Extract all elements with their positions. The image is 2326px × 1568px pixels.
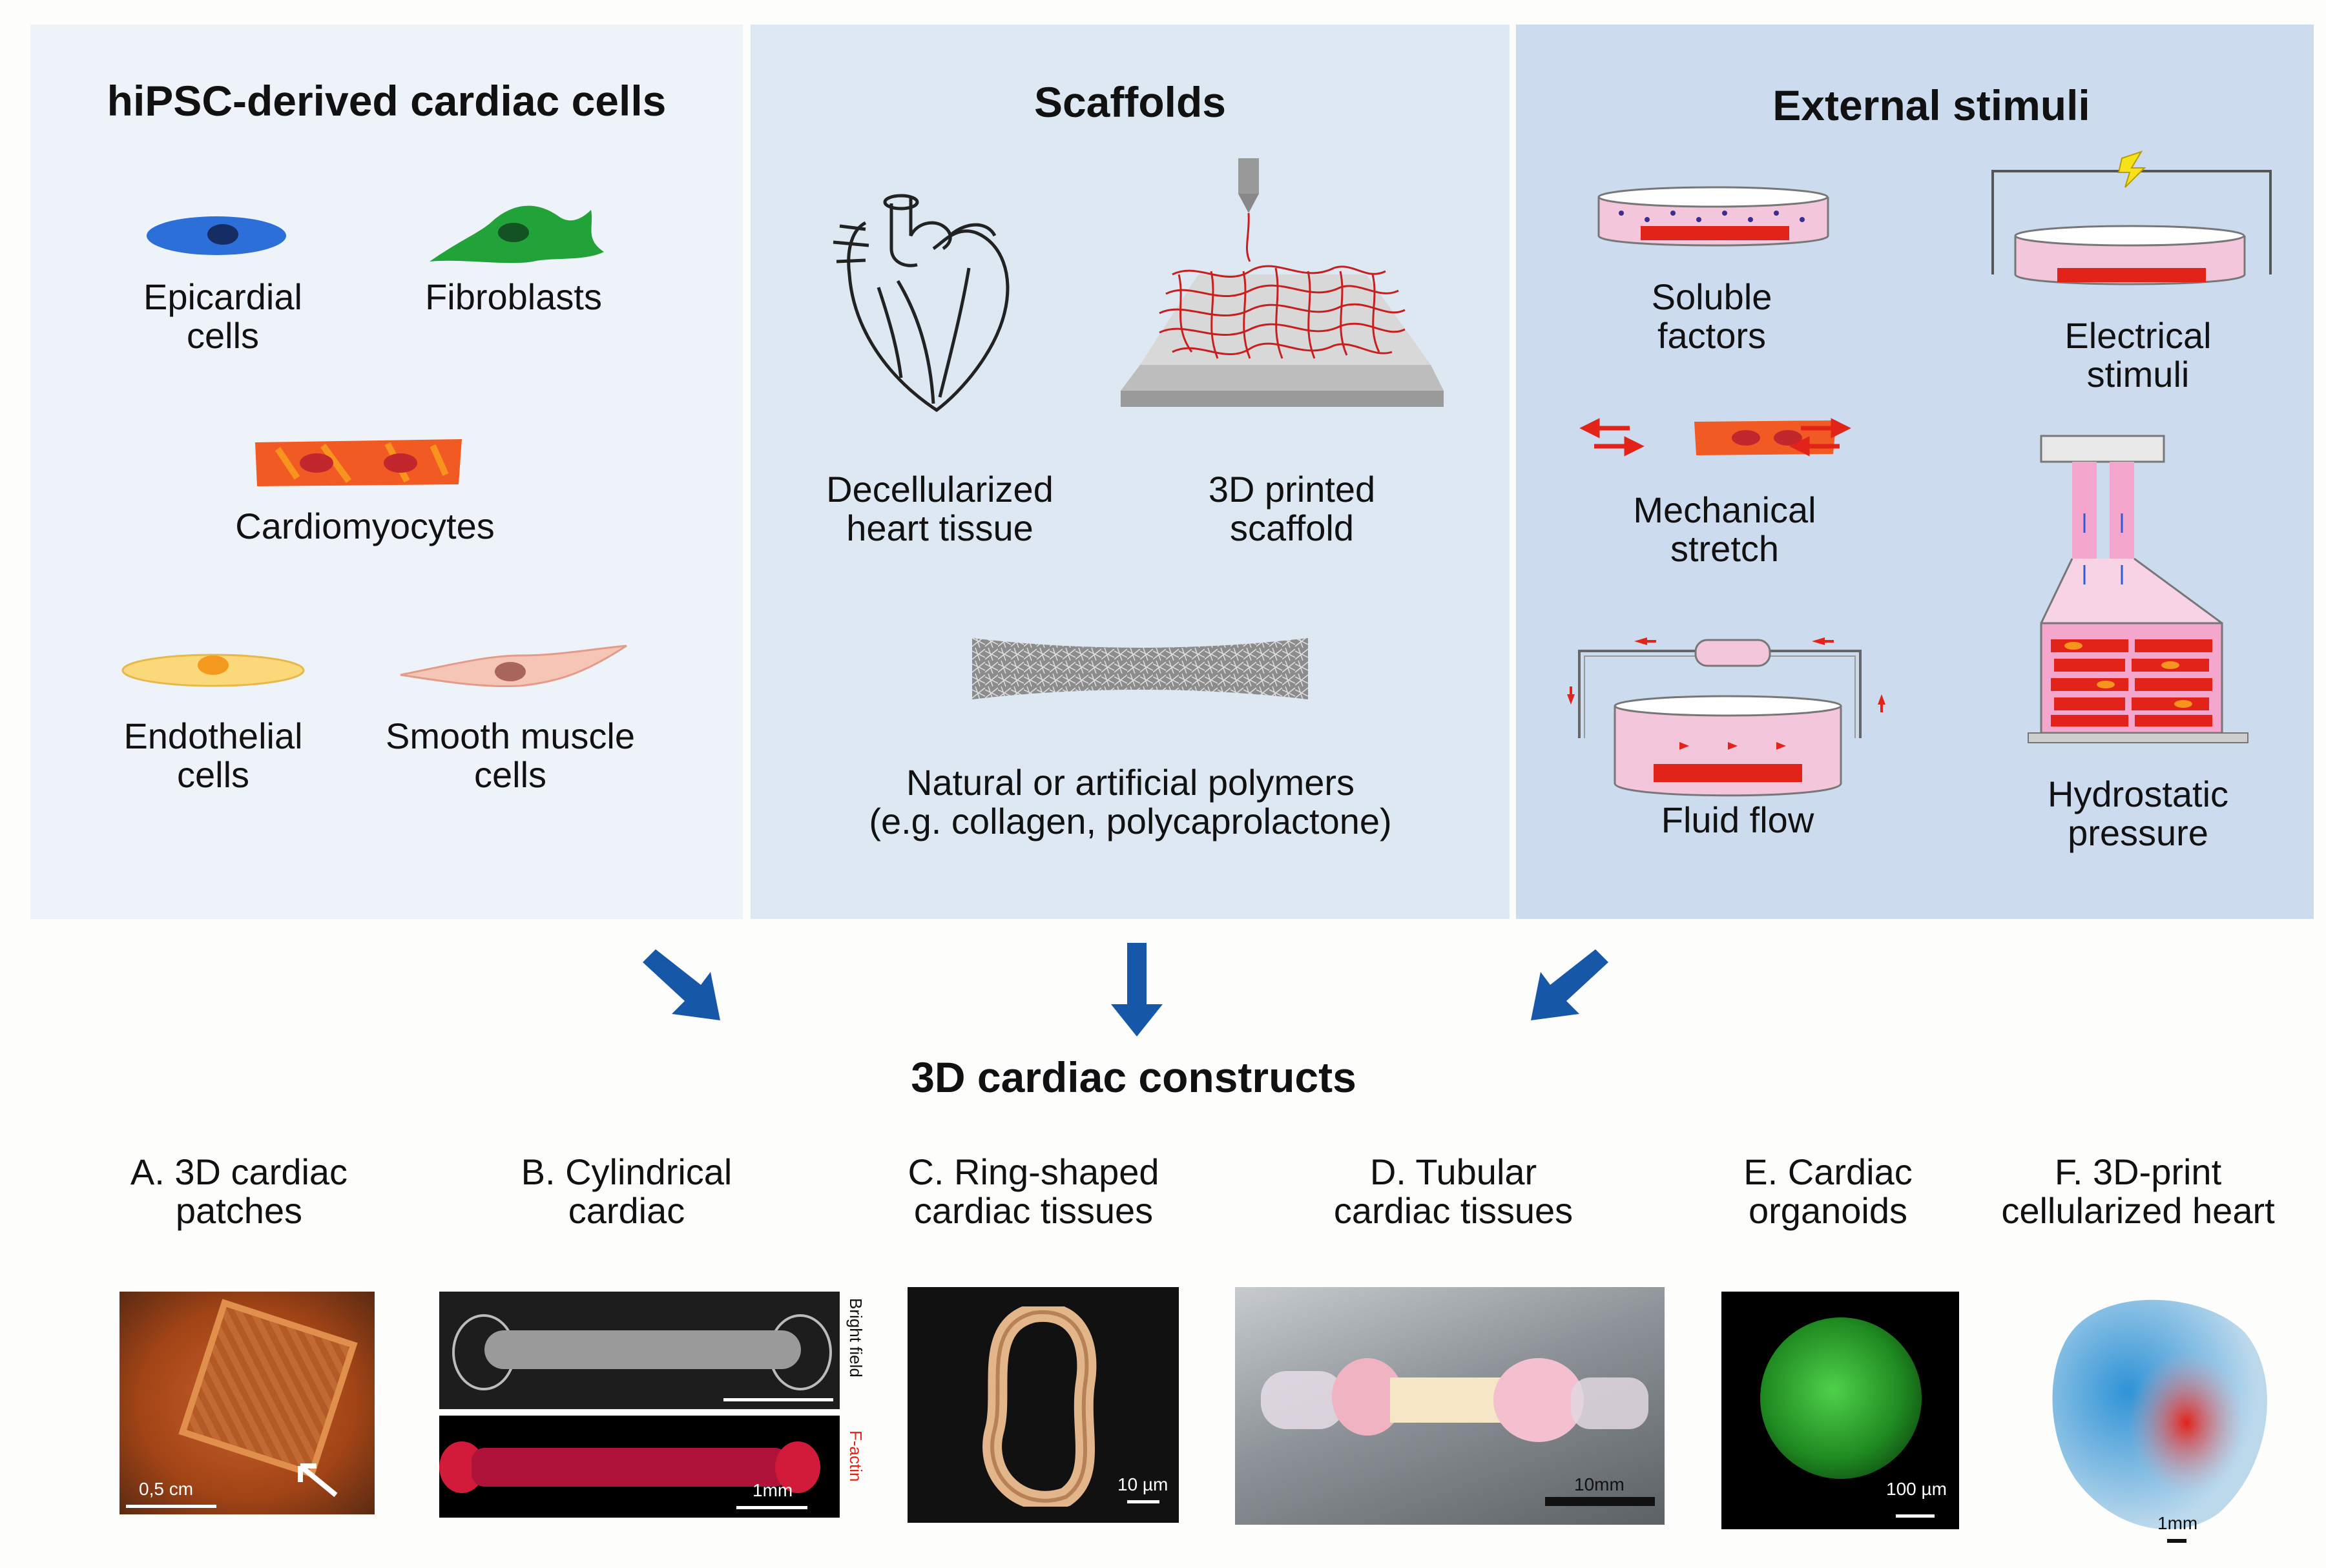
construct-b-label: B. Cylindrical cardiac: [521, 1151, 732, 1231]
ring-tissue-photo: 10 µm: [908, 1287, 1179, 1523]
hydrostatic-pressure-icon: [2028, 435, 2248, 743]
scaffolds-panel: [751, 25, 1510, 919]
tubular-tissue-photo: 10mm: [1235, 1287, 1665, 1525]
construct-a-label: A. 3D cardiac patches: [130, 1151, 348, 1231]
mechanical-stretch-icon: [1579, 418, 1851, 457]
epicardial-label: Epicardial cells: [143, 276, 302, 356]
heart-outline-icon: [833, 194, 1010, 413]
arrow-down-right-icon: [643, 949, 720, 1020]
scale-bar: [126, 1505, 216, 1508]
cylindrical-factin-photo: 1mm: [439, 1416, 840, 1518]
arrow-down-left-icon: [1531, 949, 1608, 1020]
construct-c-label: C. Ring-shaped cardiac tissues: [908, 1151, 1159, 1231]
brightfield-side-label: Bright field: [846, 1298, 866, 1377]
scale-label: 0,5 cm: [139, 1479, 194, 1499]
electrical-stimuli-dish-icon: [1991, 150, 2272, 285]
epicardial-cell-icon: [147, 216, 286, 255]
cardiomyocytes-label: Cardiomyocytes: [235, 506, 495, 546]
smooth-muscle-label: Smooth muscle cells: [386, 716, 635, 795]
endothelial-label: Endothelial cells: [123, 716, 303, 795]
printed-heart-photo: 1mm: [2028, 1287, 2306, 1549]
fibroblast-cell-icon: [430, 205, 604, 263]
arrow-down-icon: [1111, 943, 1163, 1037]
cylindrical-brightfield-photo: [439, 1292, 840, 1409]
decellularized-label: Decellularized heart tissue: [826, 469, 1054, 548]
fibroblasts-label: Fibroblasts: [425, 276, 602, 317]
hydrostatic-pressure-label: Hydrostatic pressure: [2047, 774, 2229, 853]
polymer-mesh-icon: [972, 638, 1308, 699]
fluid-flow-label: Fluid flow: [1661, 799, 1814, 840]
soluble-factors-dish-icon: [1597, 186, 1829, 247]
soluble-factors-label: Soluble factors: [1651, 276, 1772, 356]
cardiac-organoid-photo: 100 µm: [1721, 1292, 1959, 1529]
factin-side-label: F-actin: [846, 1430, 866, 1482]
construct-e-label: E. Cardiac organoids: [1743, 1151, 1913, 1231]
stimuli-panel-title: External stimuli: [1772, 81, 2090, 129]
electrical-stimuli-label: Electrical stimuli: [2064, 315, 2212, 395]
cardiac-patch-photo: 0,5 cm: [119, 1292, 375, 1514]
scaffolds-panel-title: Scaffolds: [1033, 78, 1227, 126]
endothelial-cell-icon: [121, 654, 305, 687]
3d-printed-label: 3D printed scaffold: [1208, 469, 1376, 548]
constructs-title: 3D cardiac constructs: [911, 1053, 1356, 1101]
cells-panel-title: hiPSC-derived cardiac cells: [107, 77, 667, 125]
scale-label: 1mm: [2157, 1513, 2198, 1533]
fluid-flow-icon: [1567, 637, 1885, 797]
mechanical-stretch-label: Mechanical stretch: [1633, 490, 1816, 569]
scale-label: 100 µm: [1886, 1479, 1947, 1499]
cardiomyocyte-cell-icon: [255, 439, 462, 486]
construct-d-label: D. Tubular cardiac tissues: [1333, 1151, 1573, 1231]
scale-label: 10mm: [1574, 1474, 1625, 1494]
polymers-label: Natural or artificial polymers (e.g. col…: [869, 762, 1392, 841]
construct-f-label: F. 3D-print cellularized heart: [2001, 1151, 2275, 1231]
scale-label: 10 µm: [1117, 1474, 1168, 1494]
3d-printer-scaffold-icon: [1121, 158, 1444, 407]
scale-label: 1mm: [753, 1480, 793, 1500]
smooth-muscle-cell-icon: [400, 645, 627, 688]
